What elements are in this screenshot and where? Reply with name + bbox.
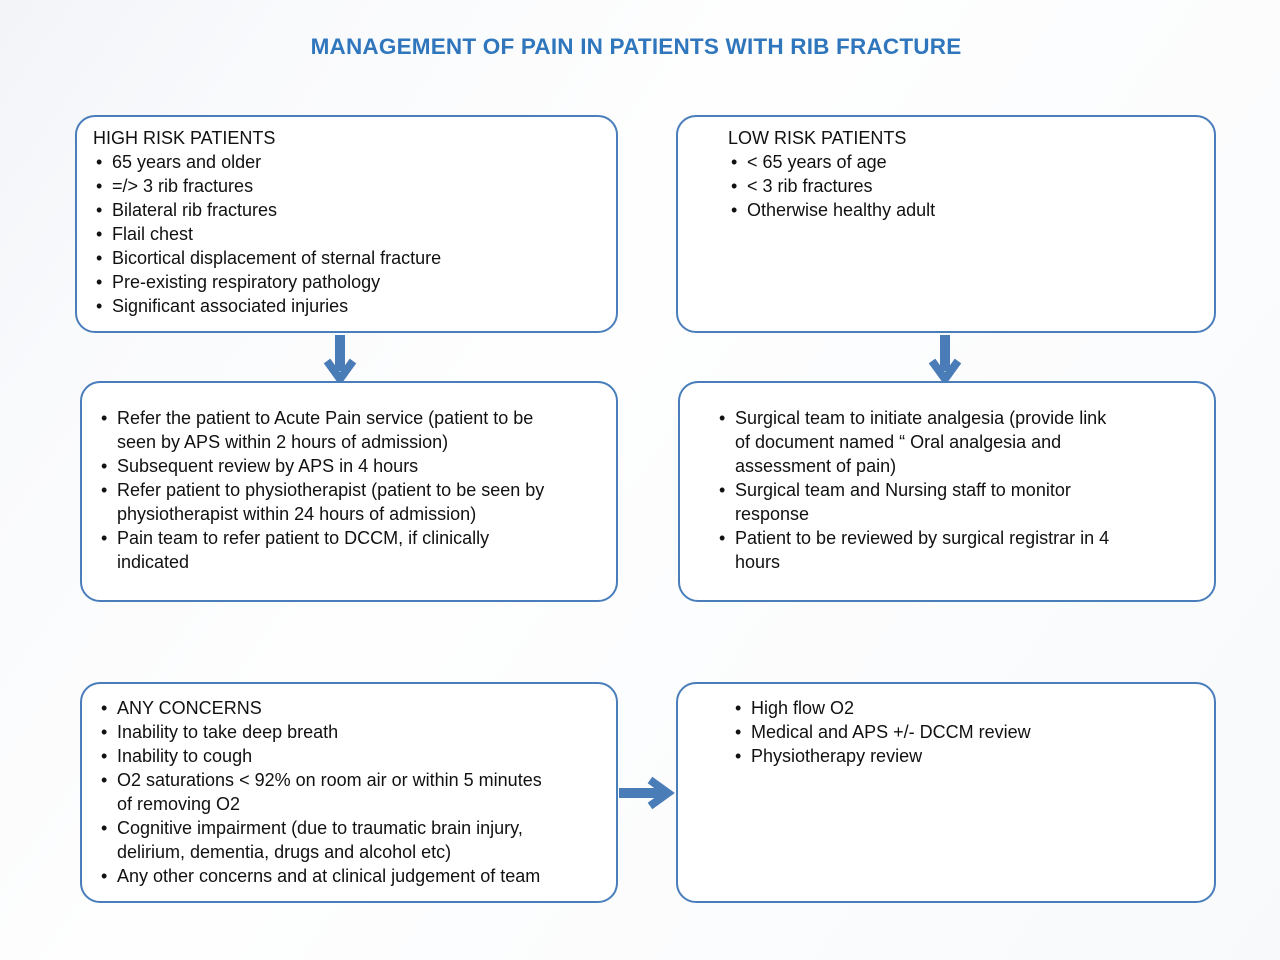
list-item: =/> 3 rib fractures — [93, 174, 604, 198]
list-item: Medical and APS +/- DCCM review — [732, 720, 1204, 744]
list-item: Surgical team and Nursing staff to monit… — [716, 478, 1204, 526]
list-item: High flow O2 — [732, 696, 1204, 720]
low-risk-header: LOW RISK PATIENTS — [728, 128, 907, 148]
list-item: Pain team to refer patient to DCCM, if c… — [98, 526, 606, 574]
low-risk-actions-list: Surgical team to initiate analgesia (pro… — [716, 406, 1204, 574]
list-item: Surgical team to initiate analgesia (pro… — [716, 406, 1204, 478]
low-risk-list: < 65 years of age < 3 rib fractures Othe… — [728, 150, 1202, 222]
low-risk-actions-box: Surgical team to initiate analgesia (pro… — [678, 381, 1216, 602]
list-item: Subsequent review by APS in 4 hours — [98, 454, 606, 478]
any-concerns-box: ANY CONCERNS Inability to take deep brea… — [80, 682, 618, 903]
down-arrow-icon — [322, 334, 358, 382]
list-item: Physiotherapy review — [732, 744, 1204, 768]
list-item: Bilateral rib fractures — [93, 198, 604, 222]
high-risk-patients-box: HIGH RISK PATIENTS 65 years and older =/… — [75, 115, 618, 333]
list-item: ANY CONCERNS — [98, 696, 608, 720]
list-item: 65 years and older — [93, 150, 604, 174]
high-risk-actions-box: Refer the patient to Acute Pain service … — [80, 381, 618, 602]
concerns-list: ANY CONCERNS Inability to take deep brea… — [98, 696, 608, 888]
list-item: Inability to take deep breath — [98, 720, 608, 744]
page-title: MANAGEMENT OF PAIN IN PATIENTS WITH RIB … — [310, 34, 962, 59]
list-item: Refer the patient to Acute Pain service … — [98, 406, 606, 454]
list-item: Inability to cough — [98, 744, 608, 768]
list-item: < 3 rib fractures — [728, 174, 1202, 198]
list-item: Patient to be reviewed by surgical regis… — [716, 526, 1204, 574]
escalation-list: High flow O2 Medical and APS +/- DCCM re… — [732, 696, 1204, 768]
list-item: Significant associated injuries — [93, 294, 604, 318]
list-item: Flail chest — [93, 222, 604, 246]
down-arrow-icon — [927, 334, 963, 382]
list-item: < 65 years of age — [728, 150, 1202, 174]
list-item: Refer patient to physiotherapist (patien… — [98, 478, 606, 526]
list-item: Pre-existing respiratory pathology — [93, 270, 604, 294]
list-item: Otherwise healthy adult — [728, 198, 1202, 222]
escalation-actions-box: High flow O2 Medical and APS +/- DCCM re… — [676, 682, 1216, 903]
list-item: Cognitive impairment (due to traumatic b… — [98, 816, 608, 864]
list-item: Bicortical displacement of sternal fract… — [93, 246, 604, 270]
high-risk-header: HIGH RISK PATIENTS — [93, 128, 276, 148]
list-item: Any other concerns and at clinical judge… — [98, 864, 608, 888]
list-item: O2 saturations < 92% on room air or with… — [98, 768, 608, 816]
right-arrow-icon — [618, 775, 675, 811]
high-risk-list: 65 years and older =/> 3 rib fractures B… — [93, 150, 604, 318]
low-risk-patients-box: LOW RISK PATIENTS < 65 years of age < 3 … — [676, 115, 1216, 333]
high-risk-actions-list: Refer the patient to Acute Pain service … — [98, 406, 606, 574]
